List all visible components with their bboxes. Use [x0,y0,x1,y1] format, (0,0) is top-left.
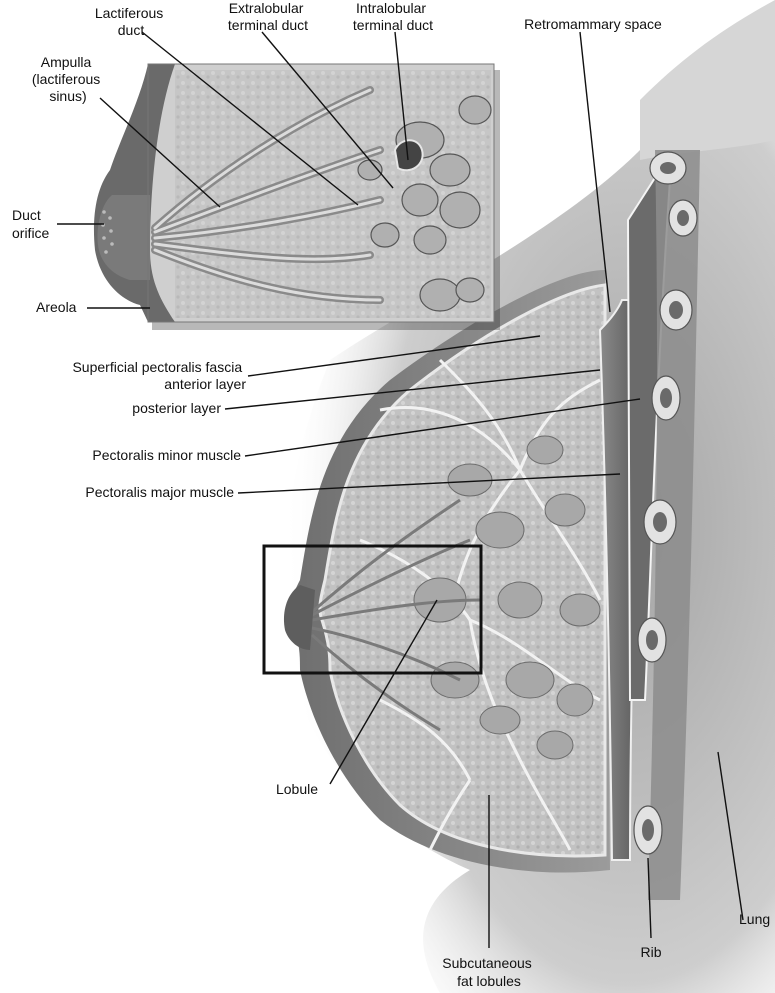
label-pectoralis-major: Pectoralis major muscle [85,484,234,500]
label-extralobular-terminal-duct: Extralobular terminal duct [228,0,308,33]
label-pectoralis-minor: Pectoralis minor muscle [92,447,241,463]
label-intralobular-terminal-duct: Intralobular terminal duct [353,0,433,33]
label-posterior-layer: posterior layer [132,400,221,416]
label-lactiferous-duct: Lactiferous duct [95,5,167,38]
intralobular-duct [395,140,423,170]
label-superficial-fascia: Superficial pectoralis fascia anterior l… [72,359,246,392]
label-lung: Lung [739,911,770,927]
label-areola: Areola [36,299,77,315]
label-lobule: Lobule [276,781,318,797]
label-duct-orifice: Duct orifice [12,207,50,241]
inset-magnified-view [94,64,500,330]
label-rib: Rib [640,944,661,960]
label-ampulla: Ampulla (lactiferous sinus) [32,54,104,104]
label-retromammary-space: Retromammary space [524,16,662,32]
